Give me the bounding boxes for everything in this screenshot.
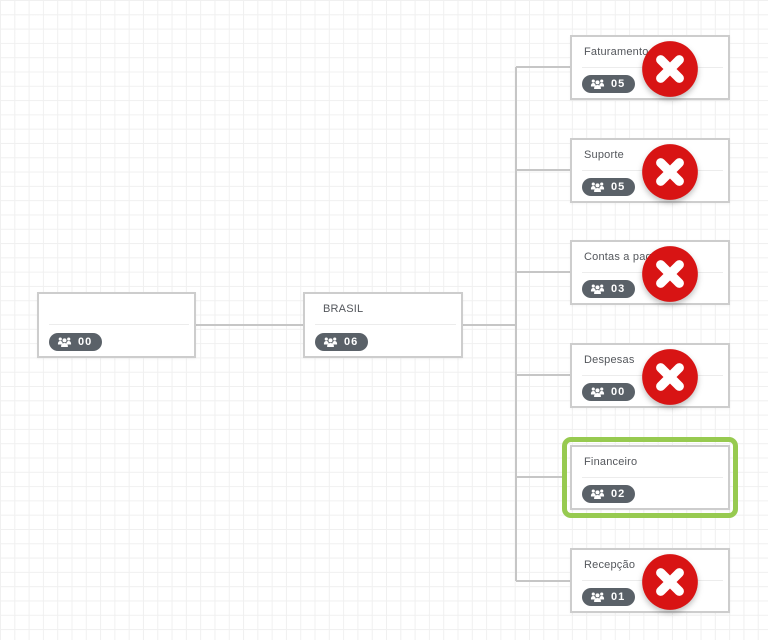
members-badge: 00	[582, 383, 636, 401]
member-count: 06	[344, 336, 359, 348]
x-circle-icon	[642, 144, 698, 200]
users-icon	[590, 592, 605, 603]
org-node-suporte[interactable]: Suporte 05	[570, 138, 730, 203]
members-badge: 00	[49, 333, 103, 351]
members-badge: 05	[582, 75, 636, 93]
member-count: 00	[78, 336, 93, 348]
users-icon	[323, 337, 338, 348]
users-icon	[590, 182, 605, 193]
node-title: Despesas	[584, 354, 635, 366]
node-title: Contas a pagar	[584, 251, 663, 263]
members-badge: 06	[315, 333, 369, 351]
remove-button[interactable]	[641, 143, 699, 201]
node-title: Faturamento	[584, 46, 649, 58]
node-divider	[315, 324, 456, 325]
users-icon	[57, 337, 72, 348]
org-node-financeiro[interactable]: Financeiro 02	[570, 445, 730, 510]
users-icon	[590, 284, 605, 295]
member-count: 05	[611, 181, 626, 193]
node-title: Suporte	[584, 149, 624, 161]
org-node-brasil[interactable]: BRASIL 06	[303, 292, 463, 358]
node-title: Recepção	[584, 559, 636, 571]
org-node-despesas[interactable]: Despesas 00	[570, 343, 730, 408]
users-icon	[590, 79, 605, 90]
x-circle-icon	[642, 349, 698, 405]
member-count: 05	[611, 78, 626, 90]
selection-highlight: Financeiro 02	[562, 437, 738, 518]
members-badge: 03	[582, 280, 636, 298]
member-count: 01	[611, 591, 626, 603]
node-title: BRASIL	[323, 303, 364, 315]
members-badge: 02	[582, 485, 636, 503]
remove-button[interactable]	[641, 40, 699, 98]
node-divider	[582, 477, 723, 478]
member-count: 03	[611, 283, 626, 295]
org-node-faturamento[interactable]: Faturamento 05	[570, 35, 730, 100]
org-node-contas-a-pagar[interactable]: Contas a pagar 03	[570, 240, 730, 305]
node-divider	[49, 324, 189, 325]
remove-button[interactable]	[641, 553, 699, 611]
x-circle-icon	[642, 41, 698, 97]
remove-button[interactable]	[641, 348, 699, 406]
x-circle-icon	[642, 246, 698, 302]
remove-button[interactable]	[641, 245, 699, 303]
members-badge: 05	[582, 178, 636, 196]
users-icon	[590, 489, 605, 500]
member-count: 02	[611, 488, 626, 500]
org-node-root[interactable]: 00	[37, 292, 196, 358]
member-count: 00	[611, 386, 626, 398]
node-title: Financeiro	[584, 456, 638, 468]
users-icon	[590, 387, 605, 398]
x-circle-icon	[642, 554, 698, 610]
org-node-recepcao[interactable]: Recepção 01	[570, 548, 730, 613]
members-badge: 01	[582, 588, 636, 606]
